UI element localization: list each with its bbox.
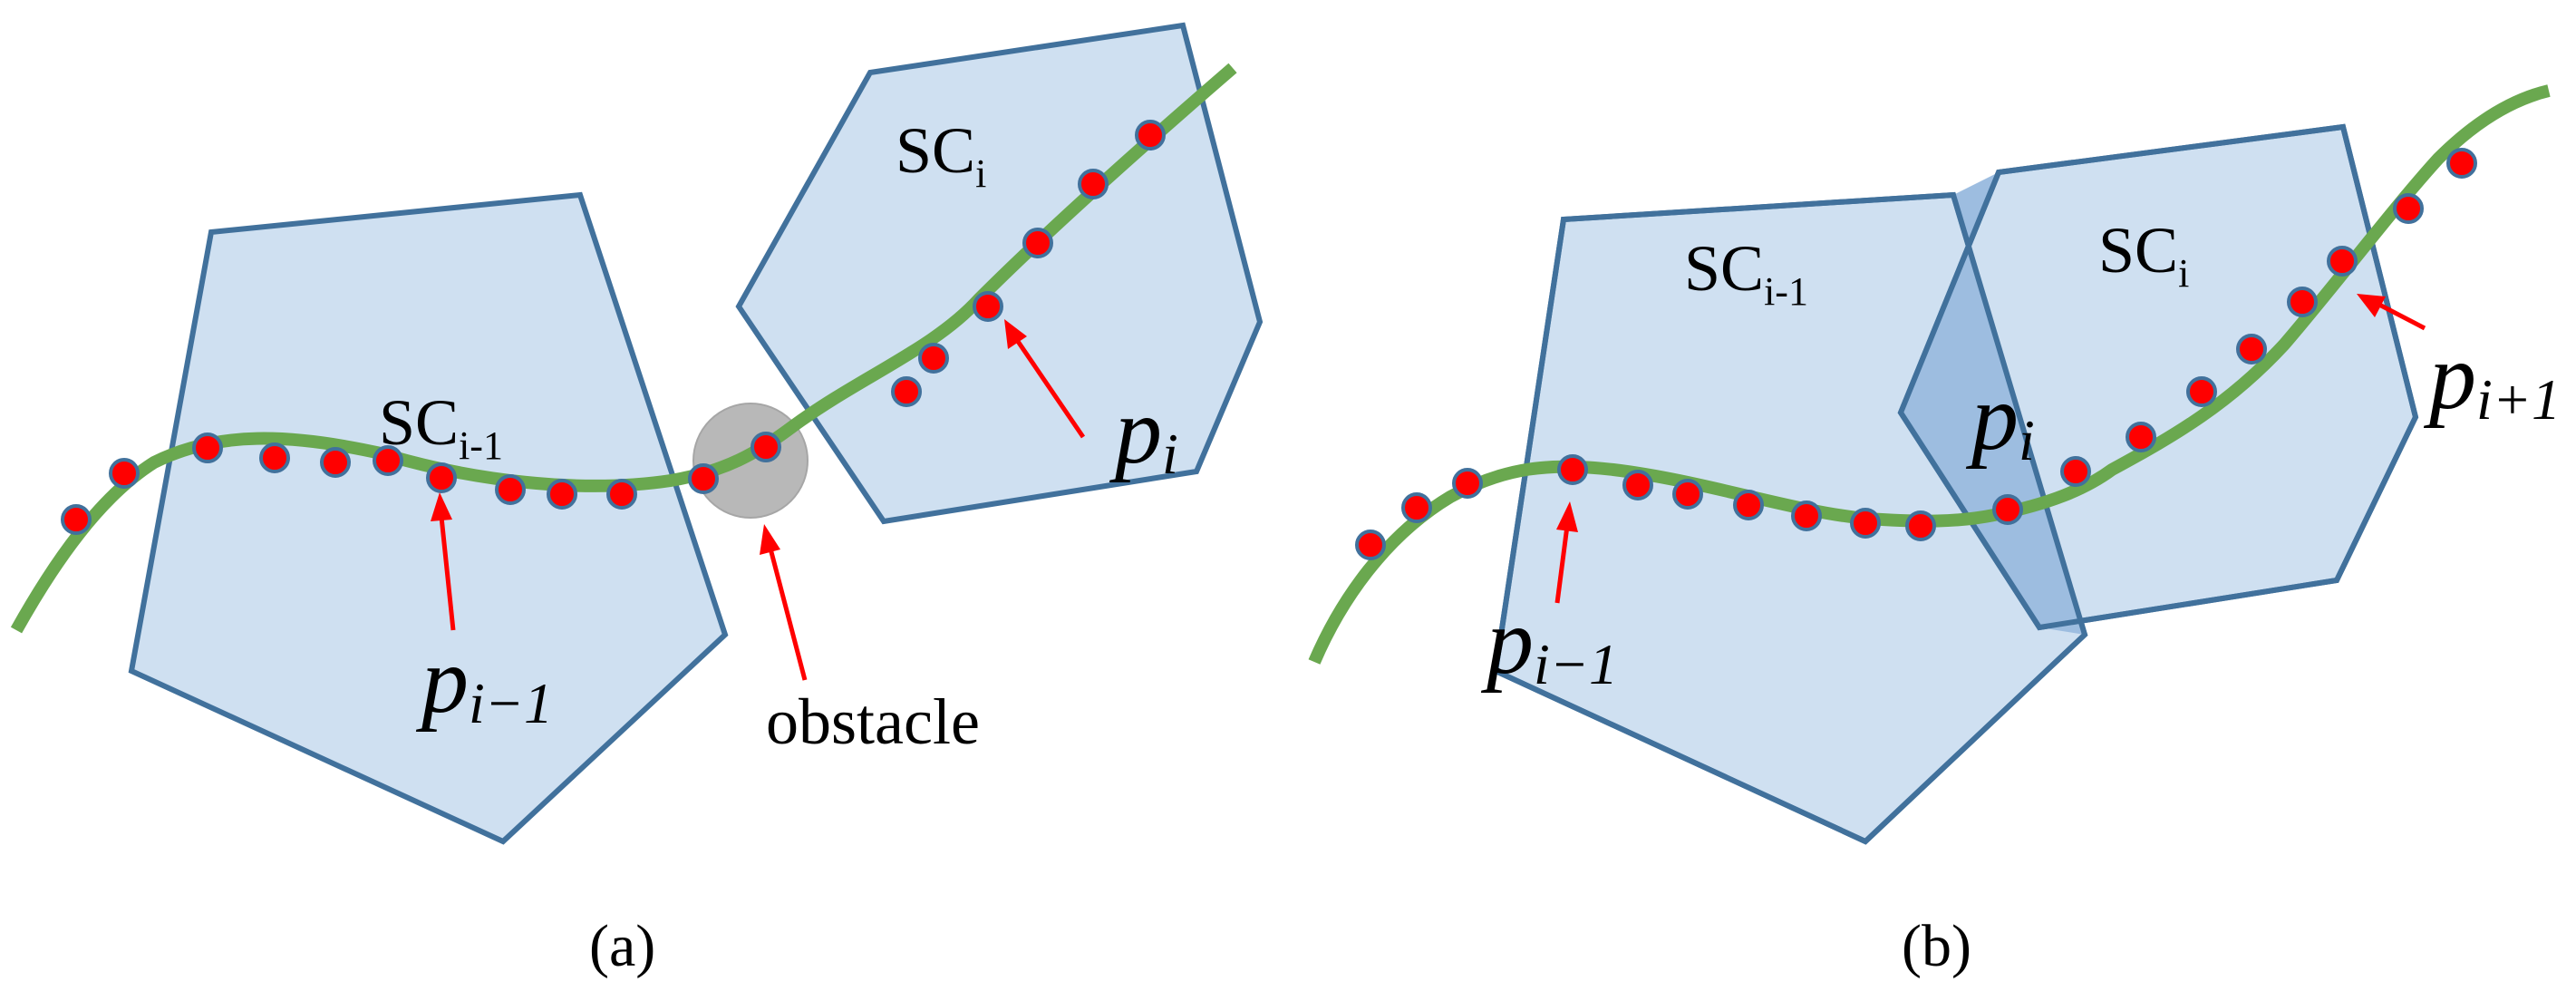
waypoints-b — [1355, 148, 2477, 560]
label-p-cur-b: pi — [1965, 365, 2035, 472]
panel-a-waypoint — [109, 458, 140, 489]
panel-a-waypoint — [891, 376, 922, 407]
panel-a-waypoint — [606, 479, 637, 510]
caption-b: (b) — [1902, 913, 1971, 979]
path-curve-a — [10, 63, 1237, 634]
panel-a-waypoint — [192, 432, 223, 463]
panel-b-waypoint — [2393, 193, 2424, 224]
caption-a: (a) — [589, 913, 655, 979]
arrow-pointer-p-prev-b — [1554, 525, 1570, 604]
panel-b-waypoint — [1622, 470, 1653, 500]
panel-b-waypoint — [1992, 494, 2023, 525]
panel-b-waypoint — [1401, 492, 1432, 523]
panel-b-waypoint — [2446, 148, 2477, 179]
arrow-pointer-p-next-b — [2377, 302, 2426, 331]
panel-a-waypoint — [688, 463, 719, 494]
panel-b-waypoint — [1672, 479, 1703, 510]
label-sc-cur-b: SCi — [2098, 214, 2189, 296]
panel-b-waypoint — [1905, 510, 1936, 541]
panel-a-waypoint — [1022, 228, 1053, 258]
arrowhead-obstacle — [760, 524, 780, 555]
label-p-prev-a: pi−1 — [415, 628, 553, 735]
arrowhead-p-cur-a — [1004, 319, 1027, 349]
panel-a-waypoint — [1135, 120, 1166, 151]
panel-b-waypoint — [1850, 508, 1881, 539]
panel-b-waypoint — [2060, 456, 2091, 487]
panel-b-waypoint — [1355, 530, 1386, 560]
panel-a-waypoint — [918, 343, 949, 374]
label-p-prev-b: pi−1 — [1480, 589, 1618, 696]
label-p-next-b: pi+1 — [2423, 325, 2561, 432]
panel-a: SCi-1 SCi pi−1 pi obstacle (a) — [10, 22, 1264, 979]
panel-a-waypoint — [373, 445, 403, 476]
label-sc-cur-a: SCi — [896, 114, 986, 196]
label-sc-prev-b: SCi-1 — [1684, 232, 1808, 314]
panel-a-waypoint — [547, 479, 577, 510]
panel-a-waypoint — [320, 447, 351, 478]
panel-b-waypoint — [2287, 287, 2318, 317]
panel-a-waypoint — [61, 504, 92, 535]
panel-b-waypoint — [2327, 246, 2358, 277]
waypoints-a — [61, 120, 1166, 535]
panel-a-waypoint — [973, 291, 1003, 322]
arrowhead-p-prev-b — [1556, 501, 1578, 532]
panel-b-waypoint — [1733, 490, 1764, 520]
panel-a-waypoint — [495, 474, 526, 505]
arrow-pointer-p-prev-a — [439, 516, 456, 631]
region-sc-cur-b-outline — [1897, 123, 2419, 631]
panel-b-waypoint — [2126, 422, 2156, 452]
arrowhead-p-prev-a — [431, 492, 452, 521]
panel-a-waypoint — [751, 432, 781, 462]
region-sc-prev-b-outline — [1492, 191, 2088, 845]
label-p-cur-a: pi — [1109, 379, 1178, 486]
label-obstacle: obstacle — [766, 685, 980, 758]
panel-b-waypoint — [2236, 334, 2267, 364]
panel-b-waypoint — [1791, 500, 1822, 531]
panel-a-waypoint — [1078, 169, 1109, 199]
panel-b-waypoint — [1452, 468, 1483, 499]
arrow-pointer-p-cur-a — [1014, 338, 1086, 439]
panel-b: SCi-1 SCi pi−1 pi pi+1 (b) — [1308, 84, 2561, 979]
arrow-pointer-obstacle — [768, 548, 808, 681]
panel-a-waypoint — [426, 462, 457, 493]
region-sc-prev-a — [128, 191, 729, 845]
panel-b-waypoint — [1557, 454, 1588, 485]
region-overlap-b — [1901, 172, 2085, 635]
label-sc-prev-a: SCi-1 — [379, 386, 503, 468]
panel-b-waypoint — [2186, 376, 2217, 407]
arrowhead-p-next-b — [2357, 294, 2386, 317]
panel-a-waypoint — [259, 442, 290, 473]
